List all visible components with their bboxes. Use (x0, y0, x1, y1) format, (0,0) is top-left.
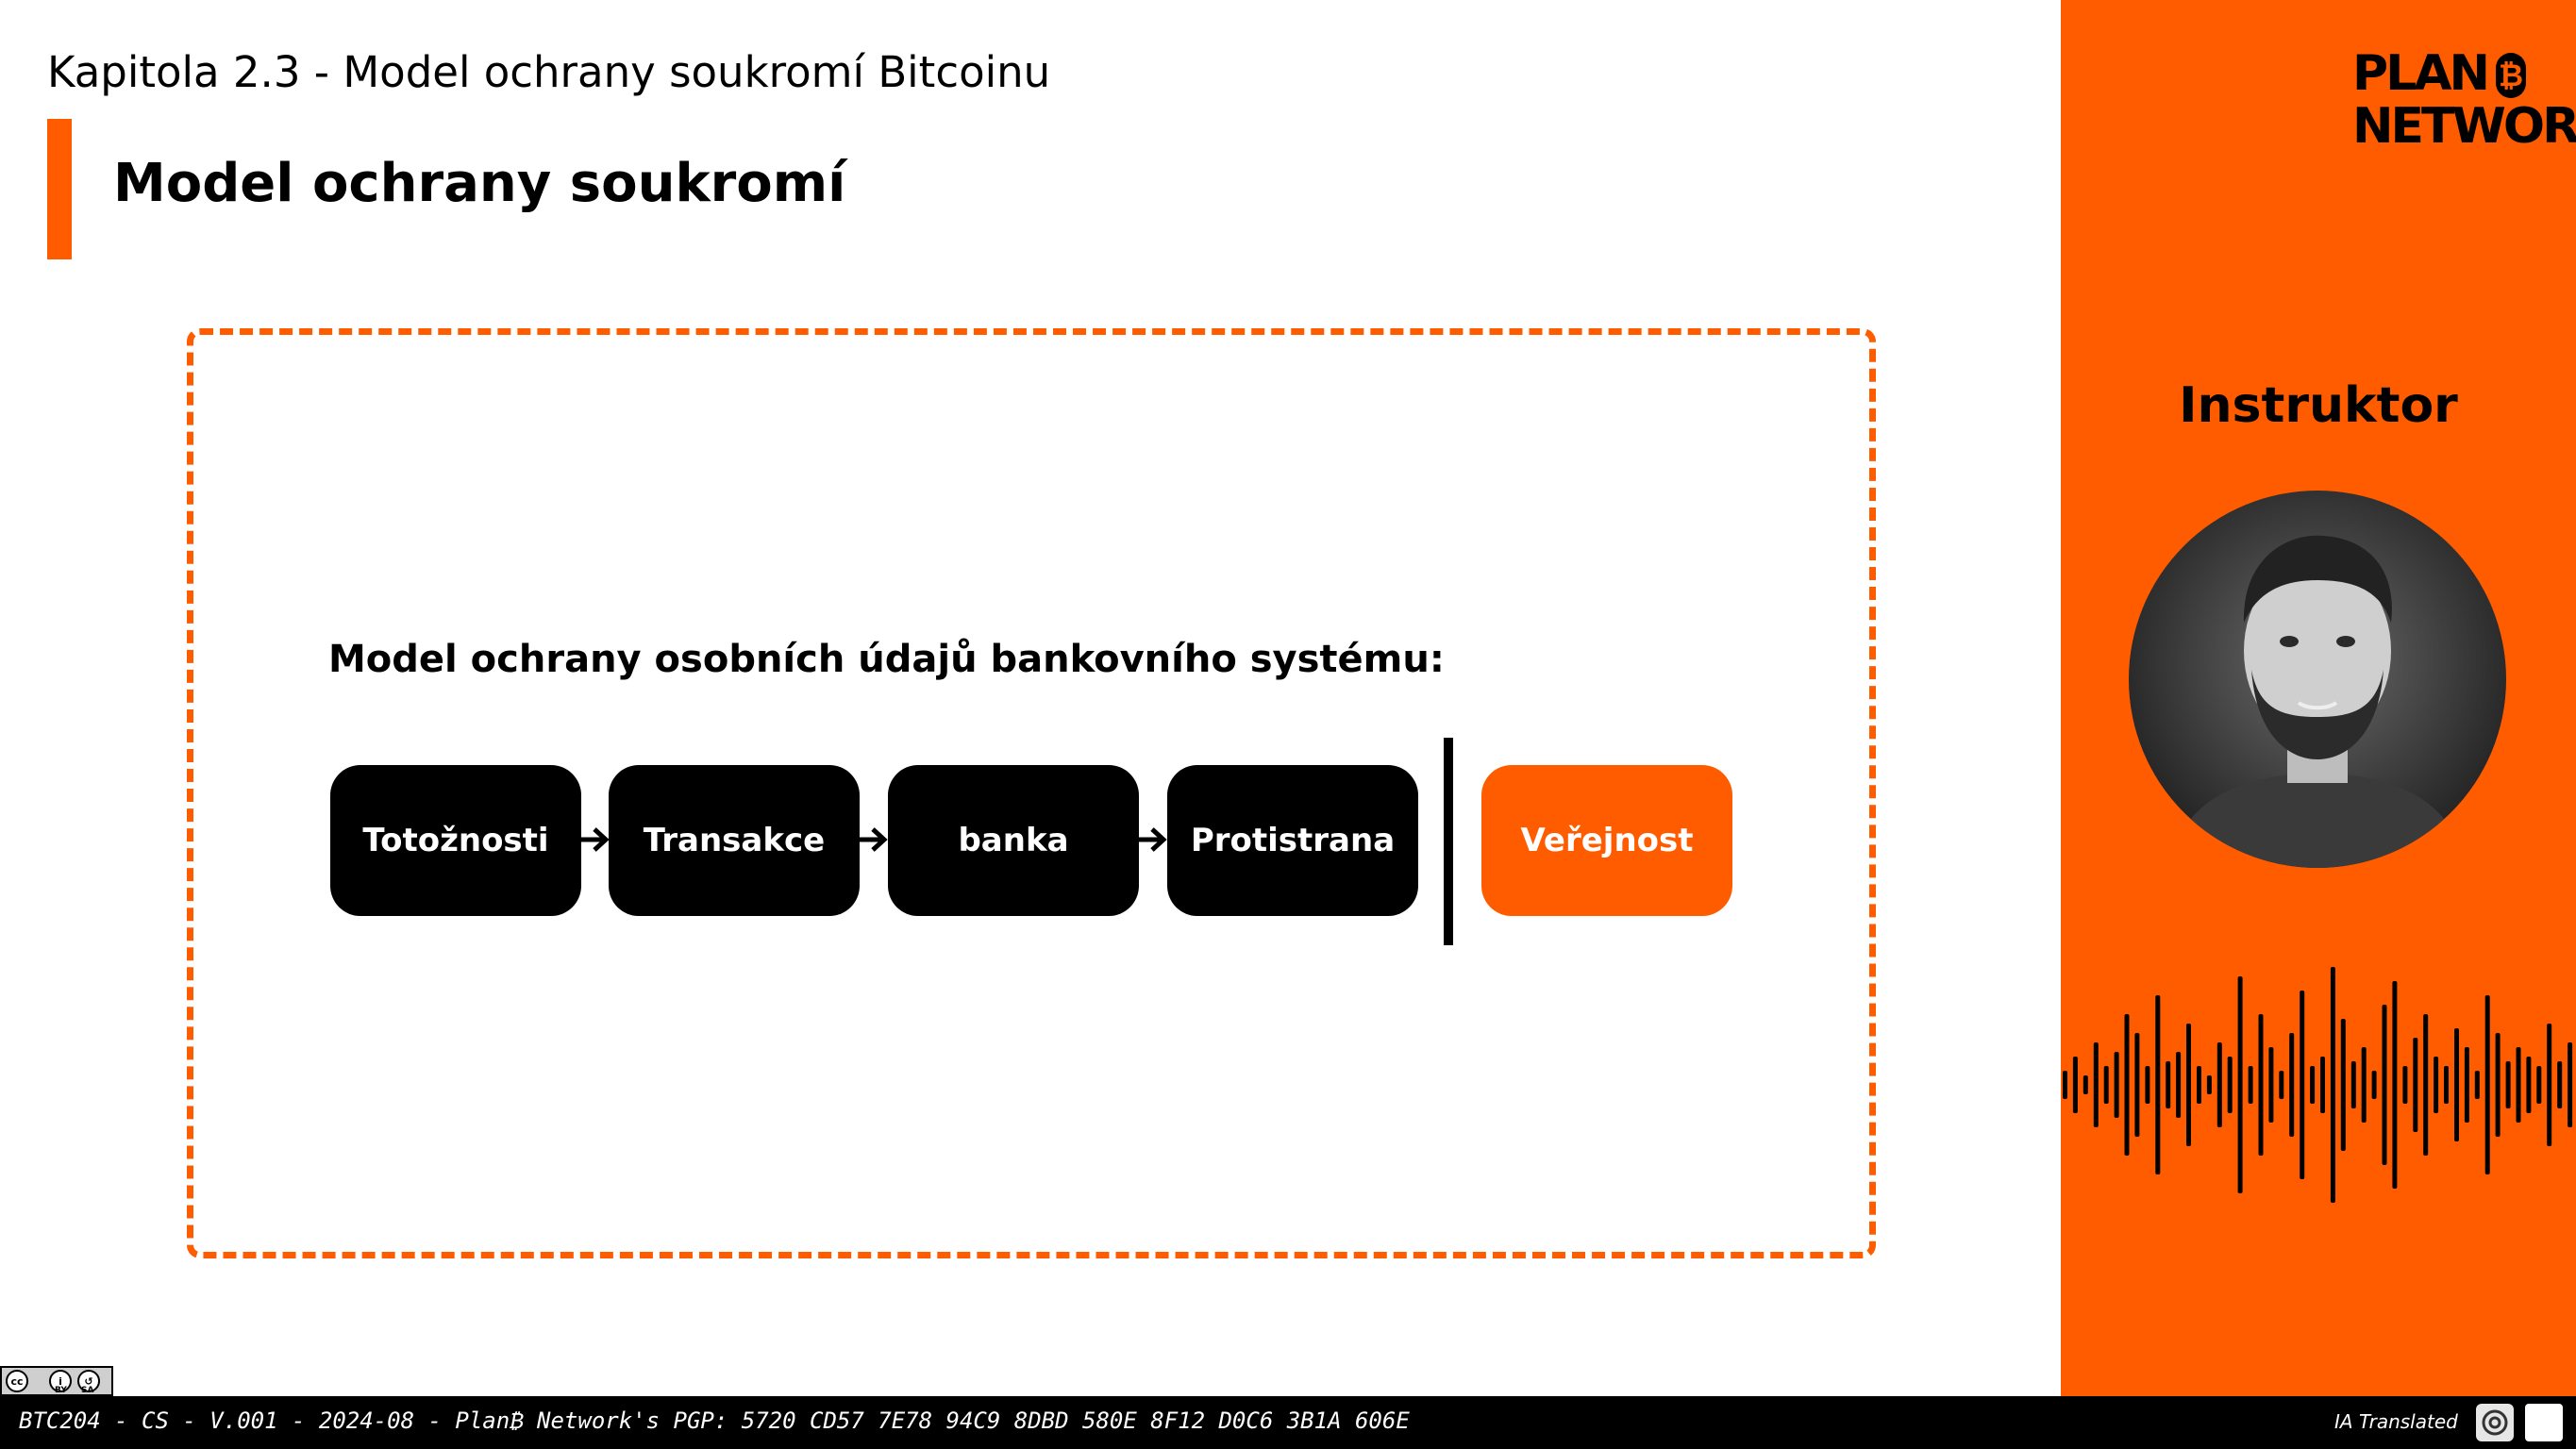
waveform-bar (2474, 1071, 2480, 1099)
waveform-bar (2320, 1057, 2325, 1113)
footer-course-info: BTC204 - CS - V.001 - 2024-08 - Plan₿ Ne… (19, 1407, 1410, 1434)
waveform-bar (2083, 1075, 2088, 1094)
ai-translation-icon (2476, 1404, 2514, 1441)
logo-text-network: NETWORK (2352, 98, 2576, 155)
privacy-divider (1444, 738, 1453, 945)
arrow-right-icon (1135, 827, 1167, 852)
waveform-bar (2206, 1075, 2212, 1094)
instructor-label: Instruktor (2179, 377, 2458, 434)
waveform-bar (2547, 1024, 2552, 1146)
waveform-bar (2237, 976, 2243, 1193)
chapter-title: Kapitola 2.3 - Model ochrany soukromí Bi… (47, 47, 1051, 97)
sa-icon: ↺ (77, 1370, 100, 1392)
slide-title: Model ochrany soukromí (113, 153, 846, 214)
waveform-bar (2557, 1061, 2563, 1108)
waveform-bar (2145, 1066, 2150, 1104)
waveform-bar (2063, 1071, 2067, 1099)
waveform-bar (2216, 1042, 2222, 1127)
waveform-bar (2330, 967, 2335, 1203)
waveform-bar (2248, 1066, 2253, 1104)
waveform-bar (2423, 1014, 2429, 1156)
waveform-bar (2464, 1047, 2469, 1123)
logo-text-plan: PLAN (2352, 45, 2490, 102)
waveform-bar (2289, 1033, 2295, 1137)
waveform-bar (2166, 1061, 2171, 1108)
waveform-bar (2258, 1014, 2264, 1156)
waveform-bar (2268, 1047, 2274, 1123)
waveform-bar (2310, 1066, 2316, 1104)
waveform-bar (2350, 1061, 2356, 1108)
waveform-bar (2413, 1038, 2418, 1132)
waveform-bar (2505, 1061, 2511, 1108)
cc-icon: cc (6, 1370, 28, 1392)
audio-waveform (2063, 967, 2573, 1203)
waveform-bar (2434, 1057, 2439, 1113)
waveform-bar (2526, 1057, 2532, 1113)
waveform-bar (2454, 1028, 2459, 1141)
waveform-bar (2568, 1042, 2573, 1127)
by-label: BY (55, 1386, 67, 1395)
waveform-bar (2186, 1024, 2191, 1146)
waveform-bar (2402, 1066, 2408, 1104)
waveform-bar (2134, 1033, 2140, 1137)
partner-logo-icon (2525, 1404, 2563, 1441)
waveform-bar (2536, 1066, 2542, 1104)
waveform-bar (2300, 991, 2305, 1179)
flow-box-bank: banka (888, 765, 1139, 916)
diagram-frame (187, 328, 1876, 1258)
flow-box-counterparty: Protistrana (1167, 765, 1418, 916)
waveform-bar (2124, 1014, 2130, 1156)
waveform-bar (2495, 1033, 2501, 1137)
waveform-bar (2227, 1057, 2233, 1113)
sa-label: SA (81, 1386, 94, 1395)
waveform-bar (2072, 1057, 2078, 1113)
ia-translated-label: IA Translated (2334, 1410, 2458, 1433)
arrow-right-icon (577, 827, 610, 852)
waveform-bar (2197, 1066, 2201, 1104)
flow-box-public: Veřejnost (1481, 765, 1732, 916)
waveform-bar (2382, 1005, 2387, 1165)
flow-box-transactions: Transakce (609, 765, 860, 916)
waveform-bar (2444, 1066, 2449, 1104)
waveform-bar (2371, 1071, 2377, 1099)
waveform-bar (2484, 995, 2490, 1174)
title-accent-bar (47, 119, 72, 259)
waveform-bar (2103, 1066, 2109, 1104)
waveform-bar (2516, 1047, 2521, 1123)
flow-box-identities: Totožnosti (330, 765, 581, 916)
waveform-bar (2176, 1052, 2182, 1118)
instructor-avatar (2129, 491, 2506, 868)
arrow-right-icon (856, 827, 888, 852)
waveform-bar (2361, 1047, 2367, 1123)
waveform-bar (2392, 981, 2398, 1189)
waveform-bar (2340, 1019, 2346, 1151)
plan-b-network-logo: PLAN ₿ NETWORK (2352, 45, 2576, 155)
cc-by-sa-license-icon: cc i ↺ BY SA (0, 1366, 113, 1396)
waveform-bar (2114, 1052, 2119, 1118)
waveform-bar (2279, 1071, 2284, 1099)
footer-bar: BTC204 - CS - V.001 - 2024-08 - Plan₿ Ne… (0, 1396, 2576, 1449)
by-icon: i (49, 1370, 72, 1392)
waveform-bar (2155, 995, 2161, 1174)
bitcoin-b-icon: ₿ (2496, 53, 2526, 98)
waveform-bar (2093, 1042, 2099, 1127)
diagram-heading: Model ochrany osobních údajů bankovního … (328, 638, 1445, 681)
